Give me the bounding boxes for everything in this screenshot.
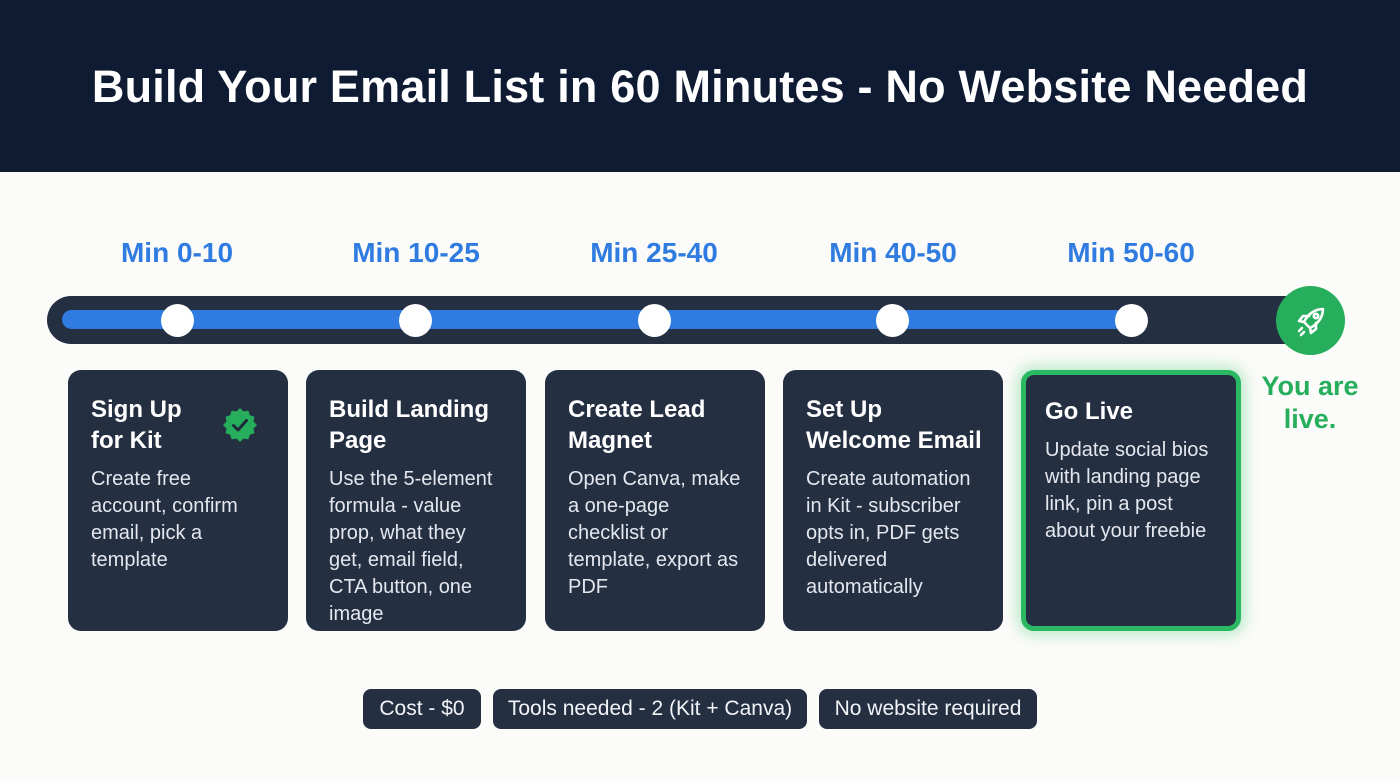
timeline-label-1: Min 0-10 bbox=[120, 237, 234, 268]
step-card-go-live: Go Live Update social bios with landing … bbox=[1021, 370, 1241, 631]
step-card-landing-page: Build Landing Page Use the 5-element for… bbox=[306, 370, 526, 631]
header-banner: Build Your Email List in 60 Minutes - No… bbox=[0, 0, 1400, 172]
step-description: Use the 5-element formula - value prop, … bbox=[329, 468, 493, 625]
step-title-line1: Build Landing bbox=[329, 396, 489, 423]
live-text-line1: You are bbox=[1261, 371, 1359, 401]
step-title-line2: Page bbox=[329, 427, 387, 454]
timeline-label-3: Min 25-40 bbox=[590, 237, 718, 268]
timeline-node-5 bbox=[1115, 304, 1148, 337]
cost-pill: Cost - $0 bbox=[363, 689, 481, 729]
step-description: Open Canva, make a one-page checklist or… bbox=[568, 468, 741, 598]
page-title: Build Your Email List in 60 Minutes - No… bbox=[91, 61, 1309, 112]
step-title-line1: Go Live bbox=[1045, 398, 1134, 425]
live-status-text: You are live. bbox=[1250, 370, 1370, 436]
timeline-label-5: Min 50-60 bbox=[1067, 237, 1195, 268]
timeline-label-4: Min 40-50 bbox=[829, 237, 957, 268]
timeline-progress bbox=[62, 310, 1132, 329]
step-title-line1: Set Up bbox=[806, 396, 883, 423]
step-title-line2: Welcome Email bbox=[806, 427, 982, 454]
live-text-line2: live. bbox=[1283, 404, 1337, 434]
step-card-sign-up: Sign Up for Kit Create free account, con… bbox=[68, 370, 288, 631]
timeline-node-4 bbox=[876, 304, 909, 337]
no-website-pill: No website required bbox=[819, 689, 1037, 729]
check-badge-icon bbox=[222, 407, 258, 443]
step-card-welcome-email: Set Up Welcome Email Create automation i… bbox=[783, 370, 1003, 631]
timeline-node-1 bbox=[161, 304, 194, 337]
step-title-line1: Sign Up bbox=[91, 396, 182, 423]
step-description: Create free account, confirm email, pick… bbox=[91, 468, 238, 571]
step-description: Create automation in Kit - subscriber op… bbox=[806, 468, 971, 598]
step-title-line2: for Kit bbox=[91, 427, 162, 454]
tools-pill: Tools needed - 2 (Kit + Canva) bbox=[493, 689, 807, 729]
step-description: Update social bios with landing page lin… bbox=[1045, 439, 1209, 542]
step-title: Set Up Welcome Email bbox=[806, 394, 989, 456]
step-card-lead-magnet: Create Lead Magnet Open Canva, make a on… bbox=[545, 370, 765, 631]
timeline-node-3 bbox=[638, 304, 671, 337]
step-title-line1: Create Lead bbox=[568, 396, 706, 423]
rocket-icon bbox=[1276, 286, 1345, 355]
step-title: Go Live bbox=[1045, 396, 1218, 427]
step-title: Create Lead Magnet bbox=[568, 394, 743, 456]
step-title: Sign Up for Kit bbox=[91, 394, 266, 456]
step-title: Build Landing Page bbox=[329, 394, 504, 456]
timeline-node-2 bbox=[399, 304, 432, 337]
timeline-label-2: Min 10-25 bbox=[352, 237, 480, 268]
step-title-line2: Magnet bbox=[568, 427, 652, 454]
